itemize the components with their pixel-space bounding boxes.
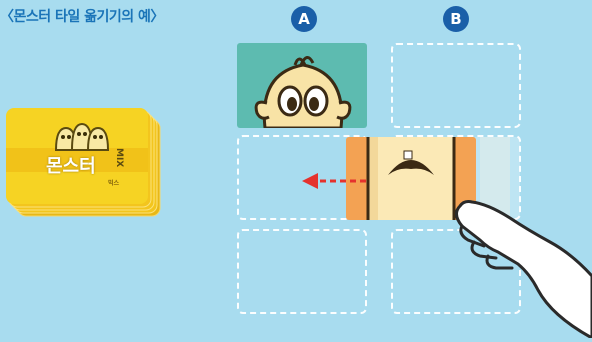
moving-monster-tile[interactable]	[346, 137, 476, 220]
column-label-b: B	[443, 6, 469, 32]
page-title: 〈몬스터 타일 옮기기의 예〉	[0, 9, 164, 25]
deck-subtitle: 믹스	[108, 180, 120, 187]
slot-b1[interactable]	[391, 43, 521, 128]
monster-mouth-icon	[366, 137, 456, 220]
slot-a3[interactable]	[237, 229, 367, 314]
deck-tag: MIX	[114, 148, 124, 168]
monster-face-icon	[254, 56, 352, 128]
hand-icon	[440, 190, 592, 340]
deck-name: 몬스터	[46, 156, 96, 177]
slot-b3[interactable]	[391, 229, 521, 314]
move-arrow-icon	[300, 171, 368, 191]
column-label-a: A	[291, 6, 317, 32]
monster-tile-a1[interactable]	[237, 43, 367, 128]
monster-deck[interactable]: 몬스터 MIX 믹스	[4, 108, 166, 220]
deck-stack-shape	[6, 108, 161, 217]
